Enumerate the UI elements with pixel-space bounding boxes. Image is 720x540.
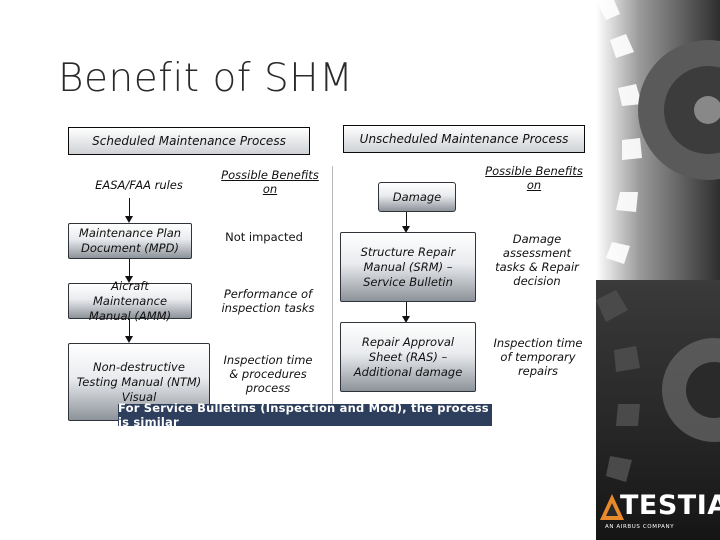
- easa-faa-rules-label: EASA/FAA rules: [80, 178, 198, 192]
- logo-subtitle: AN AIRBUS COMPANY: [605, 524, 674, 530]
- right-benefit-temporary-repairs: Inspection time of temporary repairs: [490, 336, 586, 378]
- ntm-box-label: Non-destructive Testing Manual (NTM) Vis…: [73, 360, 205, 405]
- testia-logo: TESTIA AN AIRBUS COMPANY: [600, 490, 718, 534]
- left-benefit-inspection-tasks: Performance of inspection tasks: [216, 287, 320, 315]
- ras-box: Repair Approval Sheet (RAS) – Additional…: [340, 322, 476, 392]
- amm-box-label: Aicraft Maintenance Manual (AMM): [73, 279, 187, 324]
- right-benefits-header: Possible Benefits on: [484, 164, 584, 192]
- gear-background-decoration: [596, 0, 720, 540]
- scheduled-maintenance-header: Scheduled Maintenance Process: [68, 127, 310, 155]
- damage-box: Damage: [378, 182, 456, 212]
- flow-arrow-line: [129, 198, 130, 218]
- page-title: Benefit of SHM: [58, 56, 353, 101]
- ras-box-label: Repair Approval Sheet (RAS) – Additional…: [345, 335, 471, 380]
- logo-wordmark: TESTIA: [620, 490, 720, 521]
- unscheduled-maintenance-header: Unscheduled Maintenance Process: [343, 125, 585, 153]
- service-bulletin-banner: For Service Bulletins (Inspection and Mo…: [118, 404, 492, 426]
- right-benefit-damage-assessment: Damage assessment tasks & Repair decisio…: [490, 232, 584, 288]
- arrow-down-icon: [125, 336, 133, 343]
- left-benefit-not-impacted: Not impacted: [220, 230, 308, 244]
- mpd-box-label: Maintenance Plan Document (MPD): [73, 226, 187, 256]
- left-benefits-header: Possible Benefits on: [220, 168, 320, 196]
- amm-box: Aicraft Maintenance Manual (AMM): [68, 283, 192, 319]
- gear-graphic: [596, 0, 720, 540]
- mpd-box: Maintenance Plan Document (MPD): [68, 223, 192, 259]
- column-divider: [332, 166, 333, 420]
- srm-box: Structure Repair Manual (SRM) – Service …: [340, 232, 476, 302]
- left-benefit-inspection-time: Inspection time & procedures process: [220, 353, 316, 395]
- arrow-down-icon: [125, 216, 133, 223]
- srm-box-label: Structure Repair Manual (SRM) – Service …: [345, 245, 471, 290]
- damage-box-label: Damage: [393, 190, 442, 205]
